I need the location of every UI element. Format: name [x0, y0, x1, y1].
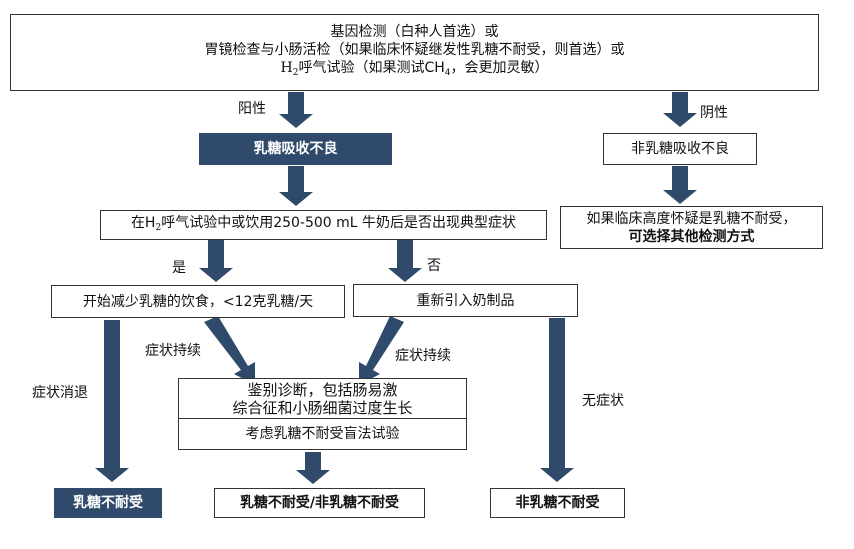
- label-no-symptoms: 无症状: [582, 393, 624, 409]
- other-tests-line2: 可选择其他检测方式: [628, 228, 755, 245]
- arrow-question-no: [388, 240, 422, 282]
- symptom-question-box: 在H2呼气试验中或饮用250-500 mL 牛奶后是否出现典型症状: [100, 210, 547, 240]
- arrow-top-to-non-malabsorption: [663, 92, 697, 127]
- result-lactose-intolerance: 乳糖不耐受: [54, 488, 162, 518]
- non-malabsorption-box: 非乳糖吸收不良: [603, 133, 757, 165]
- label-negative: 阴性: [700, 105, 728, 121]
- blind-trial-box: 考虑乳糖不耐受盲法试验: [178, 418, 467, 450]
- result-non-intolerance: 非乳糖不耐受: [490, 488, 625, 518]
- arrow-reintroduce-to-non-intolerance: [540, 318, 574, 482]
- reduce-lactose-box: 开始减少乳糖的饮食，<12克乳糖/天: [51, 285, 345, 318]
- label-symptoms-persist-left: 症状持续: [145, 343, 201, 359]
- label-positive: 阳性: [238, 101, 266, 117]
- result-intolerance-or-not: 乳糖不耐受/非乳糖不耐受: [214, 488, 425, 518]
- arrow-reintroduce-to-differential: [359, 316, 404, 385]
- other-tests-line1: 如果临床高度怀疑是乳糖不耐受，: [586, 210, 797, 227]
- reintroduce-dairy-box: 重新引入奶制品: [353, 284, 578, 317]
- initial-tests-line3: H2呼气试验（如果测试CH4，会更加灵敏）: [280, 60, 549, 78]
- differential-line1: 鉴别诊断，包括肠易激: [247, 380, 398, 399]
- label-symptoms-persist-right: 症状持续: [395, 348, 451, 364]
- arrow-non-to-other-tests: [663, 166, 697, 204]
- differential-line2: 综合征和小肠细菌过度生长: [232, 398, 413, 417]
- arrow-reduce-to-differential: [204, 316, 255, 385]
- arrow-top-to-malabsorption: [279, 92, 313, 128]
- arrow-question-yes: [199, 240, 233, 282]
- initial-tests-line1: 基因检测（白种人首选）或: [330, 24, 499, 40]
- initial-tests-line2: 胃镜检查与小肠活检（如果临床怀疑继发性乳糖不耐受，则首选）或: [204, 42, 625, 58]
- arrow-differential-to-either: [296, 452, 330, 484]
- label-yes: 是: [172, 260, 186, 276]
- label-no: 否: [427, 258, 441, 274]
- lactose-malabsorption-box: 乳糖吸收不良: [199, 133, 392, 165]
- arrow-reduce-to-intolerance: [95, 320, 129, 482]
- arrow-malabsorption-to-question: [279, 166, 313, 206]
- initial-tests-box: 基因检测（白种人首选）或 胃镜检查与小肠活检（如果临床怀疑继发性乳糖不耐受，则首…: [10, 14, 819, 91]
- label-symptoms-resolved: 症状消退: [32, 385, 88, 401]
- differential-diagnosis-box: 鉴别诊断，包括肠易激 综合征和小肠细菌过度生长: [178, 378, 467, 419]
- other-tests-box: 如果临床高度怀疑是乳糖不耐受， 可选择其他检测方式: [560, 206, 823, 249]
